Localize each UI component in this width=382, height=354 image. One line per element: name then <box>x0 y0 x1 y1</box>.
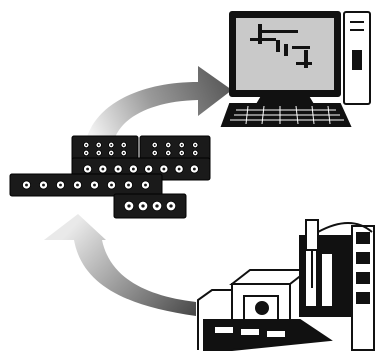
well-center <box>144 183 147 187</box>
computer-icon <box>220 11 371 127</box>
well-center <box>127 183 130 187</box>
well-center <box>177 167 181 171</box>
well-center <box>153 152 156 154</box>
well-center <box>180 144 183 146</box>
liquid-handling-robot-icon <box>197 219 375 351</box>
well-center <box>127 204 131 208</box>
well-center <box>194 152 197 154</box>
well-center <box>180 152 183 154</box>
well-center <box>155 204 159 208</box>
well-center <box>76 183 79 187</box>
well-center <box>153 144 156 146</box>
well-center <box>162 167 166 171</box>
well-center <box>110 152 113 154</box>
well-center <box>141 204 145 208</box>
well-center <box>97 144 100 146</box>
well-center <box>192 167 196 171</box>
well-center <box>86 167 90 171</box>
well-center <box>93 183 96 187</box>
well-center <box>85 152 88 154</box>
microplate-front-right <box>113 193 187 219</box>
well-center <box>167 152 170 154</box>
well-center <box>110 144 113 146</box>
well-center <box>147 167 151 171</box>
well-center <box>42 183 45 187</box>
well-center <box>97 152 100 154</box>
well-center <box>194 144 197 146</box>
arrow-plates-to-computer <box>86 66 232 140</box>
screen-chart-icon <box>250 24 312 68</box>
well-center <box>122 144 125 146</box>
arrow-robot-to-plates <box>44 214 196 316</box>
well-center <box>131 167 135 171</box>
microplate-back-right <box>139 135 211 163</box>
microplate-stack <box>9 135 211 219</box>
microplate-back-left <box>71 135 139 163</box>
well-center <box>25 183 28 187</box>
keyboard-icon <box>220 103 352 127</box>
well-center <box>122 152 125 154</box>
well-center <box>85 144 88 146</box>
well-center <box>169 204 173 208</box>
microplate-front-left <box>9 173 163 197</box>
well-center <box>110 183 113 187</box>
well-center <box>167 144 170 146</box>
well-center <box>116 167 120 171</box>
well-center <box>101 167 105 171</box>
well-center <box>59 183 62 187</box>
